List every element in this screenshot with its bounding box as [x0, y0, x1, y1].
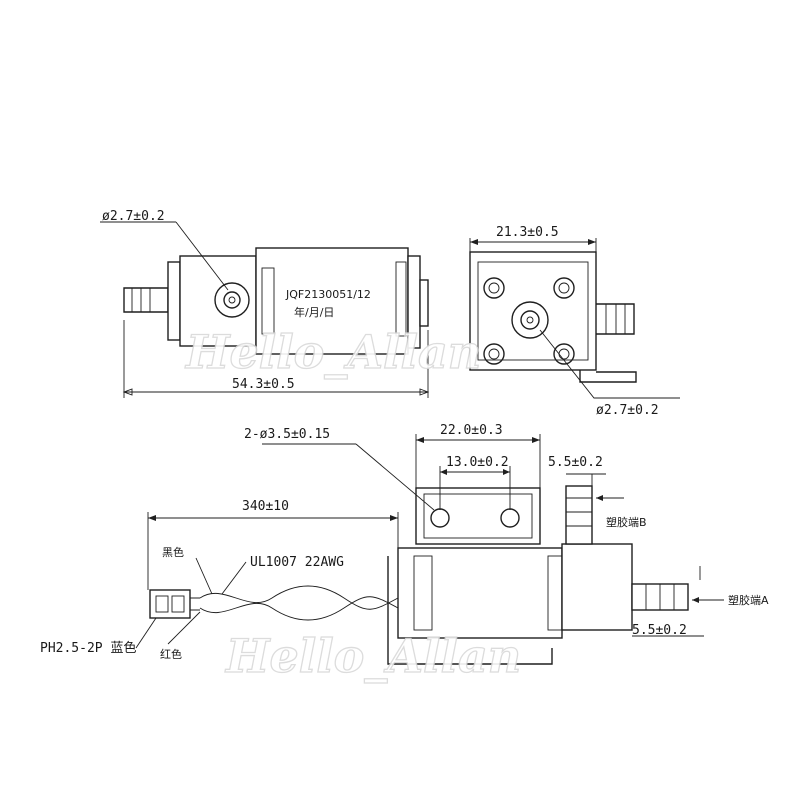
nozzle-a-label: 塑胶端A — [728, 593, 769, 607]
nozzle-a-offset-label: 5.5±0.2 — [632, 623, 687, 638]
port-diameter-label-left: ø2.7±0.2 — [102, 209, 165, 224]
port-diameter-label-right: ø2.7±0.2 — [596, 403, 659, 418]
mount-holes-label: 2-ø3.5±0.15 — [244, 427, 330, 442]
end-view — [469, 238, 680, 399]
watermark-top: Hello_Allan — [184, 325, 481, 379]
nozzle-b-label: 塑胶端B — [606, 515, 647, 529]
side-view — [100, 221, 430, 398]
black-wire-label: 黑色 — [162, 545, 184, 559]
nozzle-b-offset-label: 5.5±0.2 — [548, 455, 603, 470]
connector-label: PH2.5-2P 蓝色 — [40, 640, 136, 656]
watermark-bottom: Hello_Allan — [224, 629, 521, 683]
total-length-label: 54.3±0.5 — [232, 377, 295, 392]
red-wire-label: 红色 — [160, 647, 182, 661]
wire-length-label: 340±10 — [242, 499, 289, 514]
date-marking: 年/月/日 — [294, 305, 334, 319]
wire-spec-label: UL1007 22AWG — [250, 555, 344, 570]
model-marking: JQF2130051/12 — [285, 288, 371, 301]
hole-spacing-label: 13.0±0.2 — [446, 455, 509, 470]
bracket-width-label: 22.0±0.3 — [440, 423, 503, 438]
end-width-label: 21.3±0.5 — [496, 225, 559, 240]
assembly-view — [135, 434, 724, 665]
